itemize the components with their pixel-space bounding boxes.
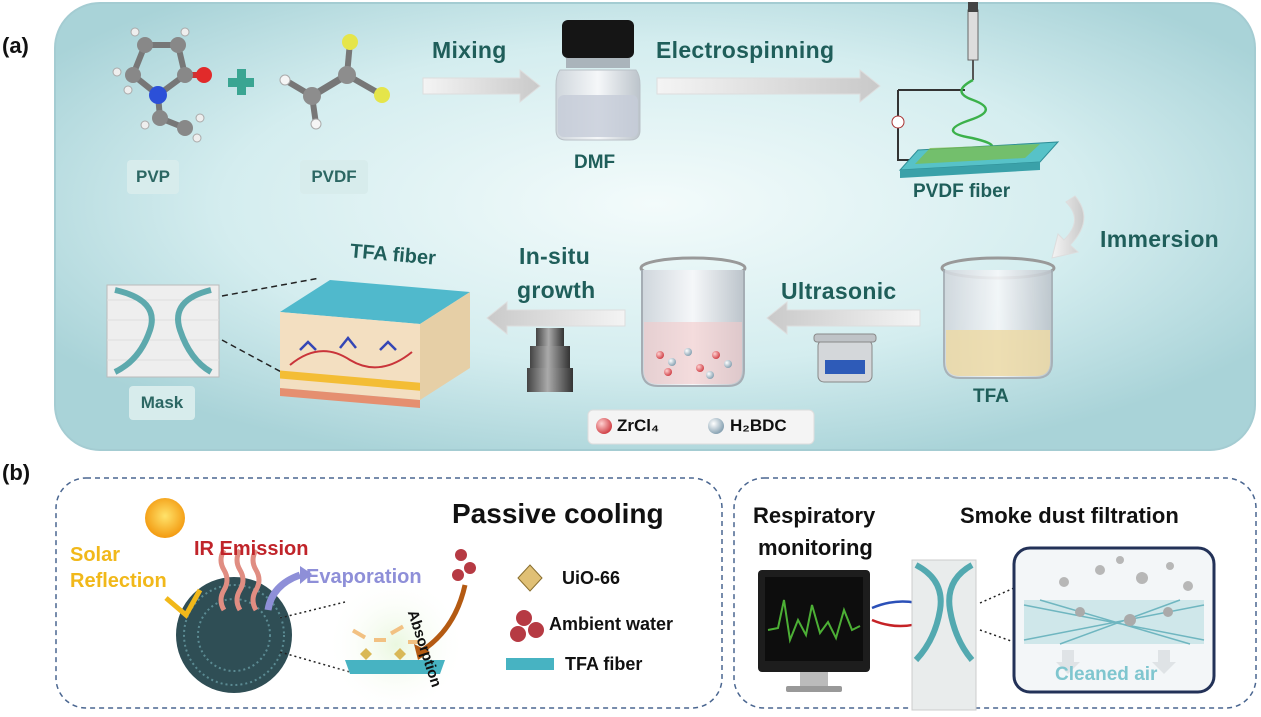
evaporation-label: Evaporation — [306, 566, 422, 588]
mask-strip-icon — [911, 559, 977, 711]
insitu-label-1: In-situ — [519, 243, 591, 269]
solar-label-2: Reflection — [70, 570, 167, 592]
h2bdc-label: H₂BDC — [730, 416, 787, 435]
panel-b-right-box — [733, 477, 1257, 709]
tfa-fiber-legend-label: TFA fiber — [565, 654, 643, 674]
panel-b-label: (b) — [2, 460, 31, 485]
monitor-icon — [758, 570, 870, 692]
respiratory-label-2: monitoring — [758, 535, 873, 560]
plus-icon — [228, 69, 254, 95]
passive-cooling-title: Passive cooling — [452, 498, 664, 529]
immersion-label: Immersion — [1100, 226, 1220, 252]
mask-label: Mask — [129, 387, 195, 419]
absorption-arrow-icon — [418, 584, 468, 655]
legend-a-bg — [587, 409, 815, 445]
dmf-bottle-icon — [555, 20, 641, 141]
zrcl4-label: ZrCl₄ — [617, 416, 660, 435]
ir-emission-icon — [218, 548, 262, 612]
ir-emission-label: IR Emission — [194, 538, 309, 560]
filtration-inset-icon — [1012, 546, 1216, 694]
tfa-fiber-legend-icon — [506, 658, 554, 670]
pvdf-molecule-icon — [279, 34, 390, 130]
smoke-dust-label: Smoke dust filtration — [960, 503, 1179, 528]
pvdf-fiber-label: PVDF fiber — [913, 181, 1011, 202]
pvp-molecule-icon — [112, 27, 212, 143]
tfa-beaker-icon — [940, 256, 1056, 379]
ambient-water-label: Ambient water — [549, 614, 674, 634]
zrcl4-ball-icon — [596, 418, 612, 434]
mixing-arrow-icon — [422, 68, 541, 104]
pvp-label: PVP — [127, 161, 179, 193]
tfa-label: TFA — [973, 386, 1009, 407]
reaction-beaker-icon — [639, 256, 747, 387]
pvdf-label: PVDF — [300, 161, 368, 193]
electrospinning-label: Electrospinning — [656, 37, 835, 63]
glow-inset-icon — [326, 575, 466, 715]
ambient-water-icon — [510, 610, 544, 642]
electrospinning-setup-icon — [891, 2, 1060, 178]
mask-icon — [106, 284, 220, 378]
ultrasonic-arrow-icon — [766, 300, 921, 336]
insitu-label-2: growth — [517, 277, 596, 303]
uio66-label: UiO-66 — [562, 568, 621, 588]
fiber-ball-icon — [176, 577, 292, 693]
fiber-strip-icon — [345, 660, 445, 674]
insitu-arrow-icon — [486, 300, 626, 336]
ultrasonic-bath-icon — [813, 333, 877, 383]
autoclave-icon — [527, 328, 573, 392]
electrospinning-arrow-icon — [656, 68, 881, 104]
panel-a-label: (a) — [2, 33, 29, 58]
dmf-label: DMF — [574, 152, 616, 173]
sun-icon — [145, 498, 185, 538]
h2bdc-ball-icon — [708, 418, 724, 434]
ultrasonic-label: Ultrasonic — [781, 278, 897, 304]
evaporation-arrow-icon — [264, 571, 302, 611]
mixing-label: Mixing — [432, 37, 507, 63]
tfa-fiber-block-icon — [280, 280, 470, 408]
uio66-icon — [517, 564, 543, 592]
cleaned-air-label: Cleaned air — [1055, 664, 1158, 685]
immersion-arrow-icon — [1051, 195, 1085, 259]
solar-label-1: Solar — [70, 544, 121, 566]
respiratory-label-1: Respiratory — [753, 503, 876, 528]
evaporating-particles-icon — [351, 624, 420, 644]
solar-reflection-arrow-icon — [164, 588, 203, 619]
water-cluster-icon — [452, 549, 476, 581]
